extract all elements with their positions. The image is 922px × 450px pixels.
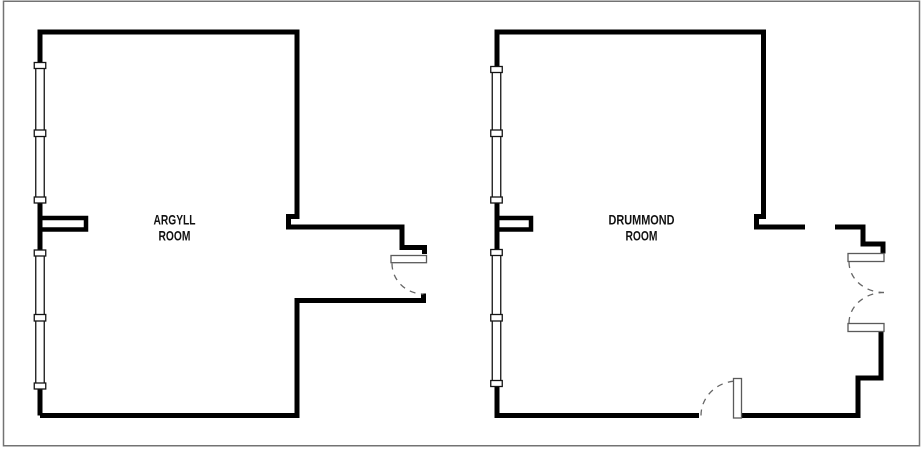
- drummond-middle-door-swing-arc: [848, 291, 885, 324]
- argyll-window-1-mullion: [33, 129, 47, 138]
- drummond-window-1-top-cap: [490, 65, 503, 74]
- argyll-door-leaf: [390, 254, 428, 264]
- drummond-middle-door-leaf: [847, 322, 885, 333]
- drummond-door-leaves: [732, 252, 885, 419]
- drummond-walls: [494, 29, 886, 418]
- drummond-upper-door-jamb-wall: [835, 224, 886, 254]
- drummond-label: DRUMMOND ROOM: [609, 212, 675, 244]
- drummond-lower-right-wall: [742, 331, 884, 418]
- argyll-wall-spur: [40, 215, 89, 232]
- drummond-window-1-mullion: [490, 129, 503, 138]
- drummond-plan: DRUMMOND ROOM: [490, 29, 886, 419]
- argyll-plan: ARGYLL ROOM: [33, 29, 428, 418]
- argyll-window-2-top-cap: [33, 249, 47, 257]
- drummond-upper-door-leaf: [847, 252, 885, 263]
- argyll-lower-wall: [40, 293, 426, 418]
- argyll-window-2-mullion: [33, 313, 47, 322]
- argyll-windows: [33, 61, 47, 390]
- argyll-outer-wall: [37, 29, 427, 416]
- drummond-rear-door-leaf: [732, 377, 743, 419]
- argyll-window-2-bottom-cap: [33, 382, 47, 390]
- argyll-walls: [37, 29, 427, 418]
- drummond-rear-door-swing-arc: [700, 380, 738, 416]
- drummond-window-2-bottom-cap: [490, 379, 503, 388]
- drummond-window-2-mullion: [490, 313, 503, 322]
- argyll-door-swing-arc: [391, 263, 424, 295]
- drummond-door-swing-arcs: [700, 261, 885, 416]
- argyll-label: ARGYLL ROOM: [154, 212, 196, 244]
- argyll-window-1-top-cap: [33, 61, 47, 70]
- drummond-doors: [700, 252, 885, 419]
- argyll-window-1-bottom-cap: [33, 196, 47, 204]
- drummond-label-line2: ROOM: [626, 228, 658, 244]
- argyll-label-line2: ROOM: [159, 228, 191, 244]
- drummond-upper-door-swing-arc: [848, 261, 885, 294]
- argyll-door: [390, 254, 428, 295]
- argyll-label-line1: ARGYLL: [154, 212, 196, 228]
- drummond-window-1-bottom-cap: [490, 196, 503, 204]
- drummond-label-line1: DRUMMOND: [609, 212, 675, 228]
- drummond-wall-spur: [497, 215, 534, 232]
- drummond-windows: [490, 65, 503, 388]
- drummond-window-2-top-cap: [490, 248, 503, 257]
